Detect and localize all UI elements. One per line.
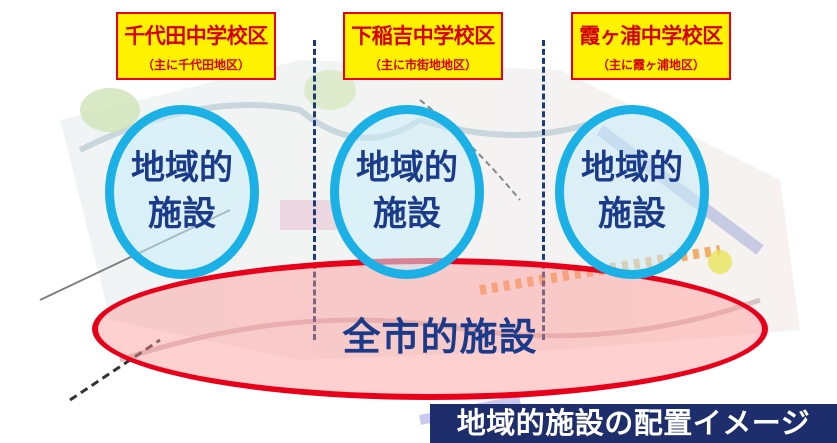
regional-facility-circle: 地域的 施設 bbox=[105, 105, 259, 279]
district-name: 霞ヶ浦中学校区 bbox=[579, 23, 723, 48]
citywide-facility-label: 全市的施設 bbox=[342, 314, 538, 359]
district-label-kasumigaura: 霞ヶ浦中学校区 （主に霞ヶ浦地区） bbox=[571, 12, 731, 80]
circle-line1: 地域的 bbox=[581, 148, 683, 189]
circle-line1: 地域的 bbox=[356, 148, 458, 189]
district-sub: （主に市街地地区） bbox=[368, 58, 477, 72]
circle-line2: 施設 bbox=[373, 194, 441, 234]
citywide-facility-ellipse bbox=[92, 258, 768, 400]
regional-facility-circle: 地域的 施設 bbox=[330, 105, 484, 279]
district-sub: （主に千代田地区） bbox=[141, 58, 250, 72]
district-label-shimoinayoshi: 下稲吉中学校区 （主に市街地地区） bbox=[343, 12, 503, 80]
district-sub: （主に霞ヶ浦地区） bbox=[596, 58, 705, 72]
district-divider-right bbox=[542, 40, 545, 340]
district-name: 千代田中学校区 bbox=[124, 23, 268, 48]
circle-line2: 施設 bbox=[598, 194, 666, 234]
district-label-chiyoda: 千代田中学校区 （主に千代田地区） bbox=[116, 12, 276, 80]
district-divider-left bbox=[313, 40, 316, 340]
circle-line2: 施設 bbox=[148, 194, 216, 234]
regional-facility-circle: 地域的 施設 bbox=[555, 105, 709, 279]
district-name: 下稲吉中学校区 bbox=[351, 23, 495, 48]
circle-line1: 地域的 bbox=[131, 148, 233, 189]
diagram-caption: 地域的施設の配置イメージ bbox=[430, 404, 837, 443]
